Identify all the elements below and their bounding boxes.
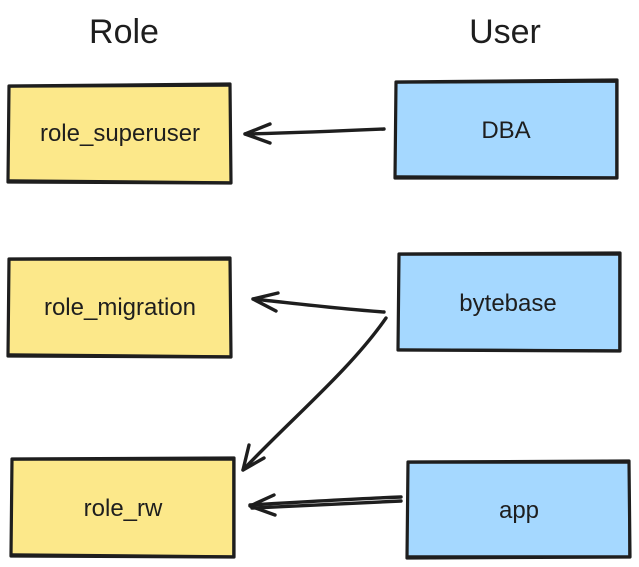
user-label: app <box>499 497 539 524</box>
role-label: role_migration <box>44 294 196 321</box>
arrow-bytebase-to-rw <box>241 316 388 472</box>
user-box-bytebase[interactable]: bytebase <box>396 251 622 353</box>
role-box-migration[interactable]: role_migration <box>6 256 233 359</box>
arrow-app-to-rw <box>248 493 403 517</box>
user-label: DBA <box>481 117 530 144</box>
user-box-app[interactable]: app <box>405 459 632 560</box>
user-box-dba[interactable]: DBA <box>393 78 619 180</box>
role-label: role_rw <box>84 495 163 522</box>
role-label: role_superuser <box>40 120 200 147</box>
user-label: bytebase <box>459 290 556 317</box>
arrow-bytebase-to-migration <box>251 291 386 314</box>
arrow-dba-to-superuser <box>243 122 386 145</box>
user-column-header: User <box>469 13 541 51</box>
role-box-superuser[interactable]: role_superuser <box>6 82 233 185</box>
role-column-header: Role <box>89 13 159 51</box>
role-box-rw[interactable]: role_rw <box>9 456 236 559</box>
